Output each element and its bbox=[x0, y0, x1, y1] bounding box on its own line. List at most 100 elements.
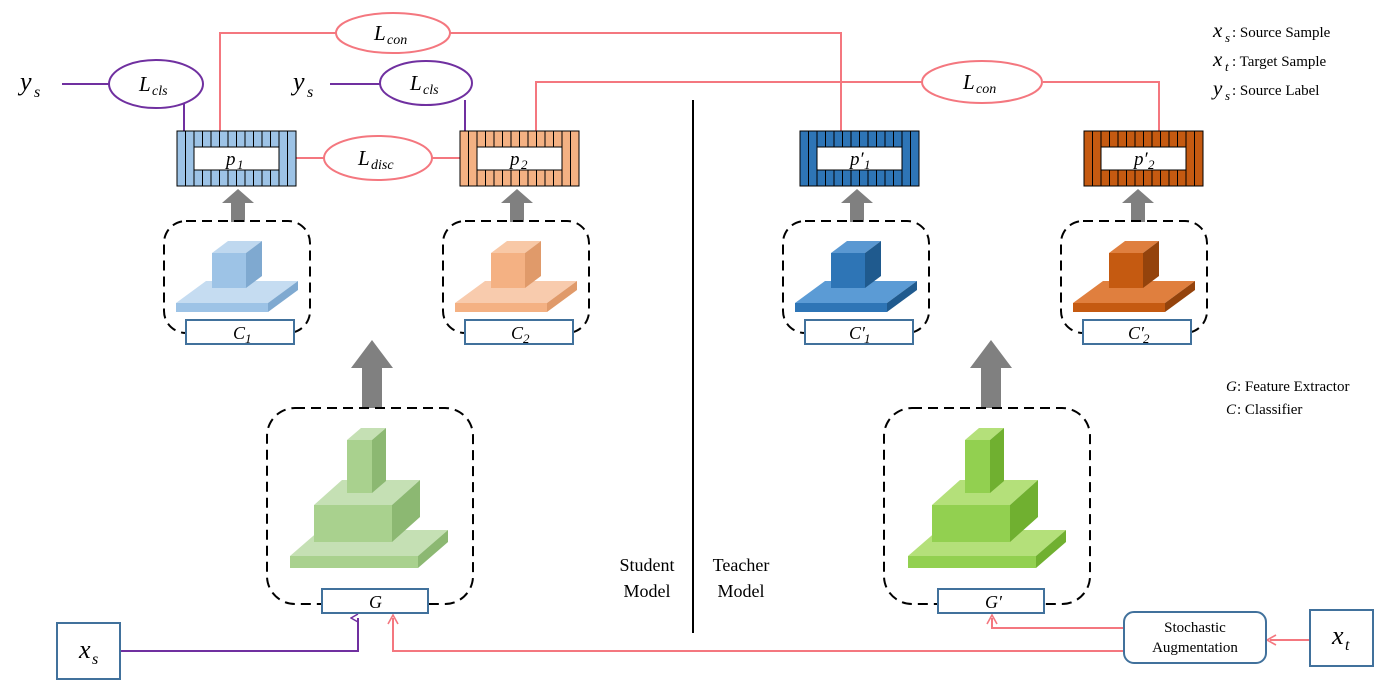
ldisc-subscript: disc bbox=[371, 158, 394, 173]
lcon1-node: L con bbox=[335, 12, 451, 54]
p1-prime-subscript: 1 bbox=[864, 157, 871, 172]
c1-prime-subscript: 1 bbox=[864, 331, 871, 346]
g-prime-symbol: G′ bbox=[985, 592, 1003, 612]
c1-prime-symbol: C′ bbox=[849, 323, 866, 343]
svg-text:x: x bbox=[1212, 18, 1223, 42]
prediction-p2-prime: p′ 2 bbox=[1083, 130, 1204, 187]
lcon2-symbol: L bbox=[962, 70, 975, 94]
xs-input-subscript: s bbox=[92, 651, 98, 668]
input-xs-box: x s bbox=[56, 622, 121, 680]
feature-extractor-g-prime: G′ bbox=[883, 407, 1091, 614]
ys1-symbol: y bbox=[17, 67, 32, 96]
ys1-subscript: s bbox=[34, 84, 40, 101]
legend-g: G : Feature Extractor bbox=[1226, 379, 1349, 395]
lcls1-node: L cls bbox=[108, 59, 204, 109]
arrow-c1-to-p1 bbox=[222, 189, 254, 222]
svg-text:: Source Label: : Source Label bbox=[1232, 83, 1319, 99]
ys1-label: y s bbox=[17, 67, 40, 101]
lcls1-subscript: cls bbox=[152, 84, 168, 99]
g-symbol: G bbox=[369, 592, 382, 612]
feature-extractor-g-shape bbox=[290, 428, 448, 568]
lcls2-symbol: L bbox=[409, 71, 422, 95]
ys2-subscript: s bbox=[307, 84, 313, 101]
svg-text:: Classifier: : Classifier bbox=[1237, 402, 1302, 418]
ys2-symbol: y bbox=[290, 67, 305, 96]
svg-text:G: G bbox=[1226, 379, 1237, 395]
lcon2-subscript: con bbox=[976, 82, 996, 97]
legend-ys: y s : Source Label bbox=[1211, 76, 1319, 103]
prediction-p1: p 1 bbox=[176, 130, 297, 187]
svg-text:t: t bbox=[1225, 59, 1229, 74]
legend-top: x s : Source Sample x t : Target Sample … bbox=[1211, 18, 1331, 103]
legend-xt: x t : Target Sample bbox=[1212, 47, 1327, 74]
teacher-label-line1: Teacher bbox=[713, 555, 770, 575]
p1-prime-symbol: p′ bbox=[848, 149, 865, 170]
lcon1-symbol: L bbox=[373, 21, 386, 45]
classifier-c2-prime: C′ 2 bbox=[1060, 220, 1208, 346]
svg-text:: Target Sample: : Target Sample bbox=[1232, 54, 1327, 70]
classifier-c1: C 1 bbox=[163, 220, 311, 346]
c2-symbol: C bbox=[511, 323, 524, 343]
legend-xs: x s : Source Sample bbox=[1212, 18, 1331, 45]
feature-extractor-g-prime-shape bbox=[908, 428, 1066, 568]
svg-text:: Source Sample: : Source Sample bbox=[1232, 25, 1331, 41]
aug-to-g-line bbox=[392, 618, 1124, 652]
augmentation-line2: Augmentation bbox=[1152, 640, 1238, 656]
xt-input-symbol: x bbox=[1331, 621, 1344, 650]
p2-prime-symbol: p′ bbox=[1132, 149, 1149, 170]
svg-text:s: s bbox=[1225, 88, 1230, 103]
c1-symbol: C bbox=[233, 323, 246, 343]
lcon2-node: L con bbox=[921, 60, 1043, 104]
lcls2-node: L cls bbox=[379, 60, 473, 106]
p1-symbol: p bbox=[224, 149, 236, 170]
c2-subscript: 2 bbox=[523, 331, 530, 346]
prediction-p2: p 2 bbox=[459, 130, 580, 187]
stochastic-augmentation-box: Stochastic Augmentation bbox=[1123, 611, 1267, 664]
classifier-c1-prime: C′ 1 bbox=[782, 220, 930, 346]
legend-bottom: G : Feature Extractor C : Classifier bbox=[1226, 379, 1349, 418]
xs-input-symbol: x bbox=[78, 635, 91, 664]
classifier-c2: C 2 bbox=[442, 220, 590, 346]
arrow-g-to-c bbox=[351, 340, 393, 408]
classifier-c1-prime-shape bbox=[795, 241, 917, 312]
c2-prime-subscript: 2 bbox=[1143, 331, 1150, 346]
augmentation-line1: Stochastic bbox=[1164, 620, 1226, 636]
ys2-label: y s bbox=[290, 67, 313, 101]
classifier-c2-shape bbox=[455, 241, 577, 312]
c1-subscript: 1 bbox=[245, 331, 252, 346]
lcon1-line bbox=[219, 32, 337, 131]
arrow-c2p-to-p2p bbox=[1122, 189, 1154, 222]
lcon2-line-right bbox=[1043, 81, 1160, 131]
p2-subscript: 2 bbox=[521, 157, 528, 172]
c2-prime-symbol: C′ bbox=[1128, 323, 1145, 343]
svg-text:C: C bbox=[1226, 402, 1237, 418]
p2-prime-subscript: 2 bbox=[1148, 157, 1155, 172]
aug-to-gprime-arrowhead bbox=[986, 613, 998, 625]
classifier-c2-prime-shape bbox=[1073, 241, 1195, 312]
aug-to-g-arrowhead bbox=[387, 613, 399, 625]
legend-c: C : Classifier bbox=[1226, 402, 1302, 418]
svg-text:y: y bbox=[1211, 76, 1223, 100]
classifier-c1-shape bbox=[176, 241, 298, 312]
xs-to-g-line bbox=[120, 618, 359, 652]
gray-arrows bbox=[222, 189, 1154, 408]
lcon1-subscript: con bbox=[387, 33, 407, 48]
ldisc-node: L disc bbox=[323, 135, 433, 181]
arrow-c1p-to-p1p bbox=[841, 189, 873, 222]
ldisc-symbol: L bbox=[357, 146, 370, 170]
student-label-line2: Model bbox=[624, 581, 671, 601]
p1-subscript: 1 bbox=[237, 157, 244, 172]
lcls1-symbol: L bbox=[138, 72, 151, 96]
student-label-line1: Student bbox=[619, 555, 674, 575]
xt-input-subscript: t bbox=[1345, 637, 1350, 654]
svg-text:s: s bbox=[1225, 30, 1230, 45]
arrow-c2-to-p2 bbox=[501, 189, 533, 222]
input-xt-box: x t bbox=[1309, 609, 1374, 667]
teacher-label-line2: Model bbox=[718, 581, 765, 601]
lcon1-line-right bbox=[450, 32, 842, 131]
p2-symbol: p bbox=[508, 149, 520, 170]
lcls2-subscript: cls bbox=[423, 83, 439, 98]
prediction-p1-prime: p′ 1 bbox=[799, 130, 920, 187]
feature-extractor-g: G bbox=[266, 407, 474, 614]
